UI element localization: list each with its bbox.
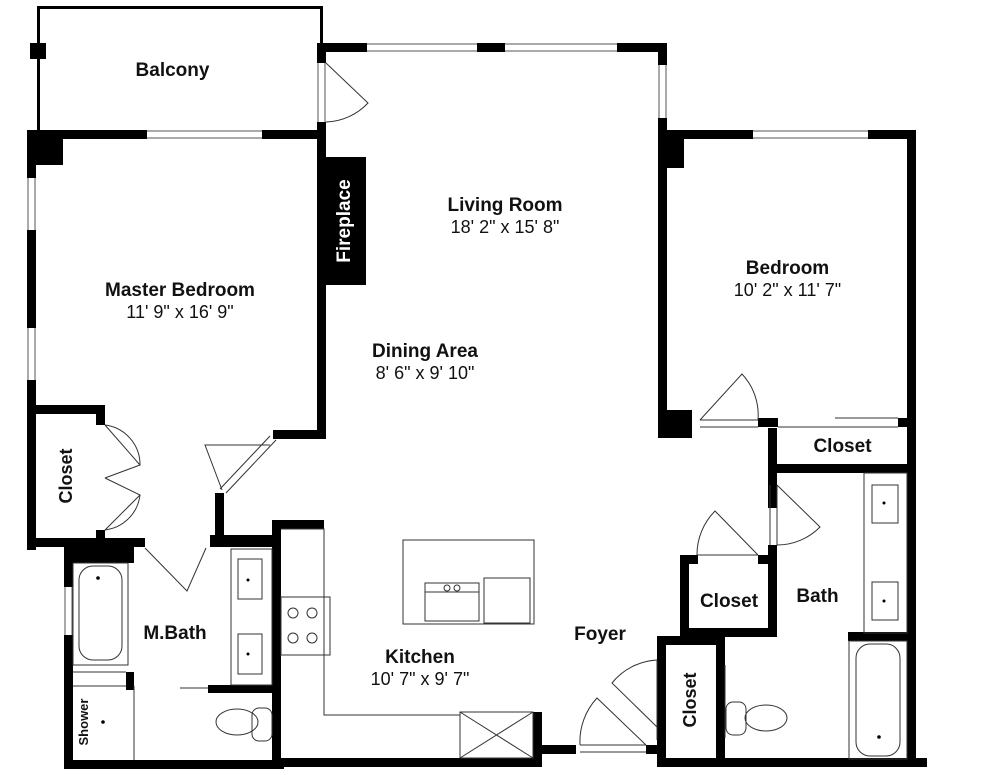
kitchen-label: Kitchen 10' 7" x 9' 7": [340, 647, 500, 690]
room-dimensions: 18' 2" x 15' 8": [450, 216, 560, 237]
walls: [27, 6, 927, 769]
room-name: Foyer: [574, 624, 626, 645]
room-name: Dining Area: [372, 341, 478, 362]
doors: [104, 62, 898, 753]
fireplace-label: Fireplace: [334, 179, 355, 263]
room-dimensions: 10' 7" x 9' 7": [370, 668, 470, 689]
room-name: Balcony: [135, 60, 210, 81]
room-name: M.Bath: [143, 623, 207, 644]
dining-area-label: Dining Area 8' 6" x 9' 10": [335, 341, 515, 384]
master-bedroom-label: Master Bedroom 11' 9" x 16' 9": [70, 280, 290, 323]
master-bath-label: M.Bath: [135, 623, 215, 645]
fixture-dots: [96, 501, 886, 739]
room-name: Bedroom: [745, 258, 830, 279]
room-name: Bath: [796, 586, 839, 607]
master-closet-label: Closet: [56, 448, 76, 504]
room-name: Living Room: [447, 195, 563, 216]
foyer-label: Foyer: [560, 624, 640, 646]
bath-label: Bath: [785, 586, 850, 608]
room-name: Closet: [813, 436, 872, 457]
shower-label: Shower: [76, 698, 91, 746]
windows: [27, 43, 868, 635]
bedroom-label: Bedroom 10' 2" x 11' 7": [695, 258, 880, 301]
room-dimensions: 10' 2" x 11' 7": [733, 279, 842, 300]
fixtures: [72, 472, 908, 760]
living-room-label: Living Room 18' 2" x 15' 8": [405, 195, 605, 238]
room-name: Closet: [699, 591, 759, 612]
entry-closet-label: Closet: [680, 672, 700, 728]
room-name: Master Bedroom: [105, 280, 255, 301]
balcony-label: Balcony: [100, 60, 245, 82]
hall-closet-label: Closet: [690, 591, 768, 613]
room-dimensions: 11' 9" x 16' 9": [126, 301, 234, 322]
room-dimensions: 8' 6" x 9' 10": [375, 362, 475, 383]
bedroom-closet-label: Closet: [790, 436, 895, 458]
room-name: Kitchen: [385, 647, 455, 668]
